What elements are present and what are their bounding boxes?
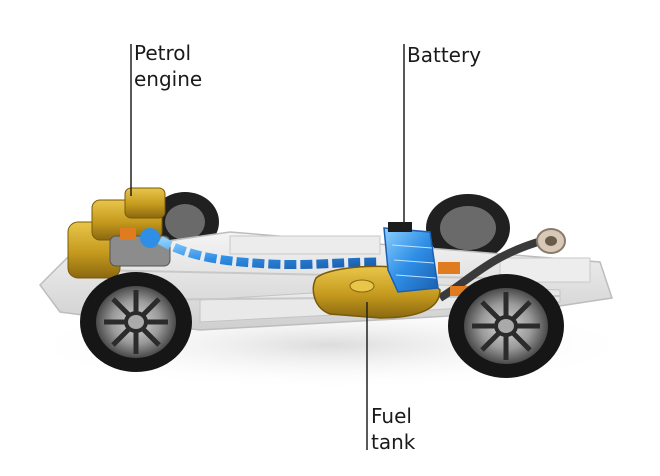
petrol-engine-label-line2: engine (134, 67, 203, 91)
fuel-tank-label: Fuel tank (371, 403, 415, 455)
exhaust-pipe (437, 228, 566, 302)
battery-label-line1: Battery (407, 43, 482, 67)
hv-cable (157, 236, 381, 270)
battery-illustration (383, 222, 439, 293)
fuel-tank-label-line2: tank (371, 430, 416, 454)
rear-far-wheel (426, 194, 510, 262)
petrol-engine-label-line1: Petrol (134, 41, 192, 65)
petrol-engine-illustration (67, 187, 171, 279)
fuel-tank-label-line1: Fuel (371, 404, 412, 428)
rear-near-wheel (448, 274, 564, 378)
front-near-wheel (80, 272, 192, 372)
battery-label: Battery (407, 42, 481, 68)
petrol-engine-label: Petrol engine (134, 40, 202, 92)
rear-electric-components (438, 262, 468, 296)
